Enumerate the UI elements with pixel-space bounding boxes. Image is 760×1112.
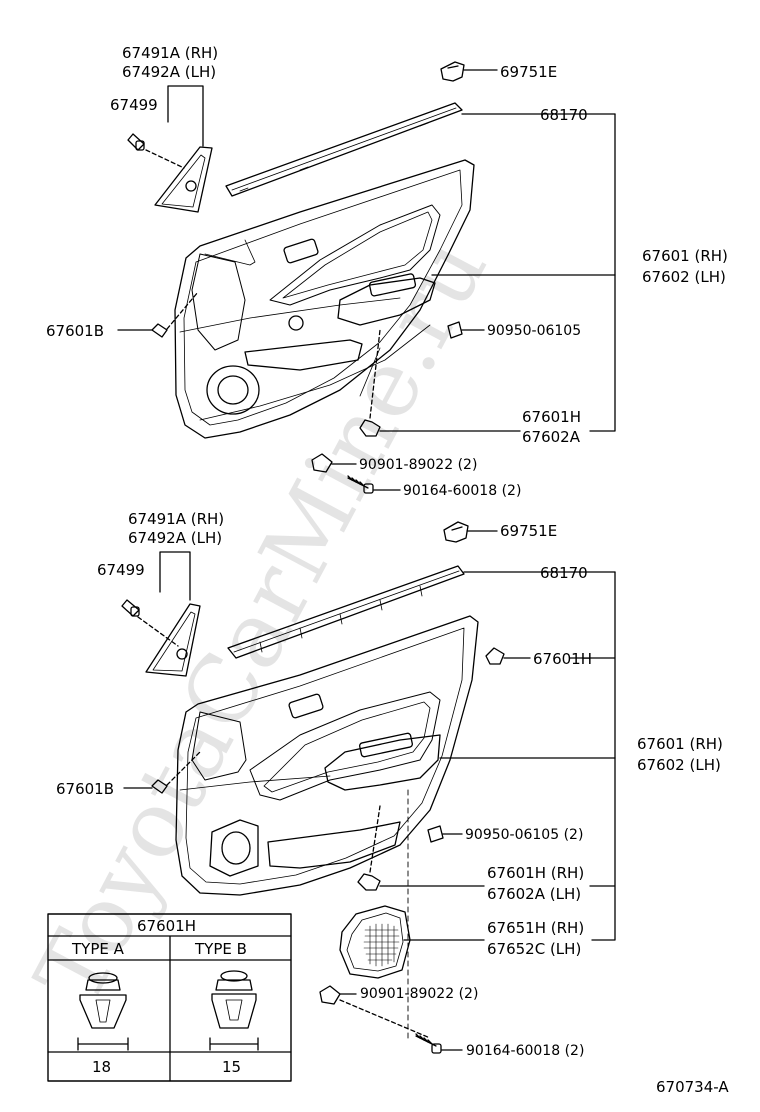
upper-glass-trim-bracket	[167, 85, 204, 147]
table-dim-a: 18	[92, 1058, 111, 1076]
table-title: 67601H	[137, 917, 196, 935]
lower-clip-67601B	[123, 751, 201, 794]
lower-weatherstrip-68170	[227, 565, 616, 659]
lower-label-67652C-lh: 67652C (LH)	[487, 940, 581, 958]
upper-label-67492A: 67492A (LH)	[122, 63, 216, 81]
upper-clip-67601H	[359, 329, 521, 437]
upper-clip-67601B	[117, 291, 199, 338]
lower-label-67601B: 67601B	[56, 780, 114, 798]
watermark: ToyotaCarMine.ru	[15, 222, 507, 1021]
upper-screw-67499	[127, 133, 185, 169]
upper-glass-corner-trim	[154, 146, 213, 213]
lower-glass-corner-trim	[145, 603, 201, 677]
lower-screw-67499	[121, 599, 179, 647]
lower-label-67601H-rh: 67601H (RH)	[487, 864, 584, 882]
upper-label-67602-lh: 67602 (LH)	[642, 268, 726, 286]
lower-label-67651H-rh: 67651H (RH)	[487, 919, 584, 937]
lower-label-67491A: 67491A (RH)	[128, 510, 224, 528]
lower-label-67601-rh: 67601 (RH)	[637, 735, 723, 753]
lower-label-67499: 67499	[97, 561, 145, 579]
upper-part-90901	[311, 453, 357, 473]
type-table	[47, 913, 292, 1082]
lower-clip-67601H	[357, 805, 485, 891]
upper-label-90901: 90901-89022 (2)	[359, 457, 477, 473]
upper-label-90164: 90164-60018 (2)	[403, 483, 521, 499]
upper-label-67499: 67499	[110, 96, 158, 114]
lower-part-90901	[319, 985, 431, 1039]
upper-screw-90164	[347, 475, 401, 494]
table-type-b: TYPE B	[194, 940, 247, 958]
upper-label-67601H: 67601H	[522, 408, 581, 426]
upper-right-bracket	[589, 113, 616, 432]
upper-label-67601B: 67601B	[46, 322, 104, 340]
upper-label-90950: 90950-06105	[487, 323, 581, 339]
type-a-clip	[77, 972, 129, 1051]
lower-label-67492A: 67492A (LH)	[128, 529, 222, 547]
lower-door-trim-panel	[175, 615, 616, 1041]
lower-label-68170: 68170	[540, 564, 588, 582]
lower-label-67601H-top: 67601H	[533, 650, 592, 668]
lower-glass-trim-bracket	[159, 551, 191, 601]
type-b-clip	[209, 970, 259, 1051]
lower-screw-90164	[415, 1033, 463, 1054]
lower-label-90901: 90901-89022 (2)	[360, 986, 478, 1002]
upper-label-67602A: 67602A	[522, 428, 581, 446]
lower-label-90164: 90164-60018 (2)	[466, 1043, 584, 1059]
lower-clip-67601H-top	[485, 647, 531, 665]
upper-weatherstrip-68170	[225, 102, 616, 197]
lower-part-90950	[427, 825, 463, 843]
upper-clip-69751E	[440, 61, 498, 82]
lower-speaker-grille	[339, 905, 485, 979]
lower-clip-69751E	[443, 521, 498, 543]
table-type-a: TYPE A	[71, 940, 125, 958]
upper-door-trim-panel	[174, 159, 616, 439]
lower-right-bracket	[569, 571, 616, 941]
lower-label-67602-lh: 67602 (LH)	[637, 756, 721, 774]
upper-label-69751E: 69751E	[500, 63, 557, 81]
upper-label-67491A: 67491A (RH)	[122, 44, 218, 62]
diagram-code: 670734-A	[656, 1078, 729, 1096]
upper-part-90950	[447, 321, 485, 339]
lower-label-67602A-lh: 67602A (LH)	[487, 885, 581, 903]
lower-label-90950: 90950-06105 (2)	[465, 827, 583, 843]
lower-label-69751E: 69751E	[500, 522, 557, 540]
upper-label-68170: 68170	[540, 106, 588, 124]
upper-label-67601-rh: 67601 (RH)	[642, 247, 728, 265]
table-dim-b: 15	[222, 1058, 241, 1076]
